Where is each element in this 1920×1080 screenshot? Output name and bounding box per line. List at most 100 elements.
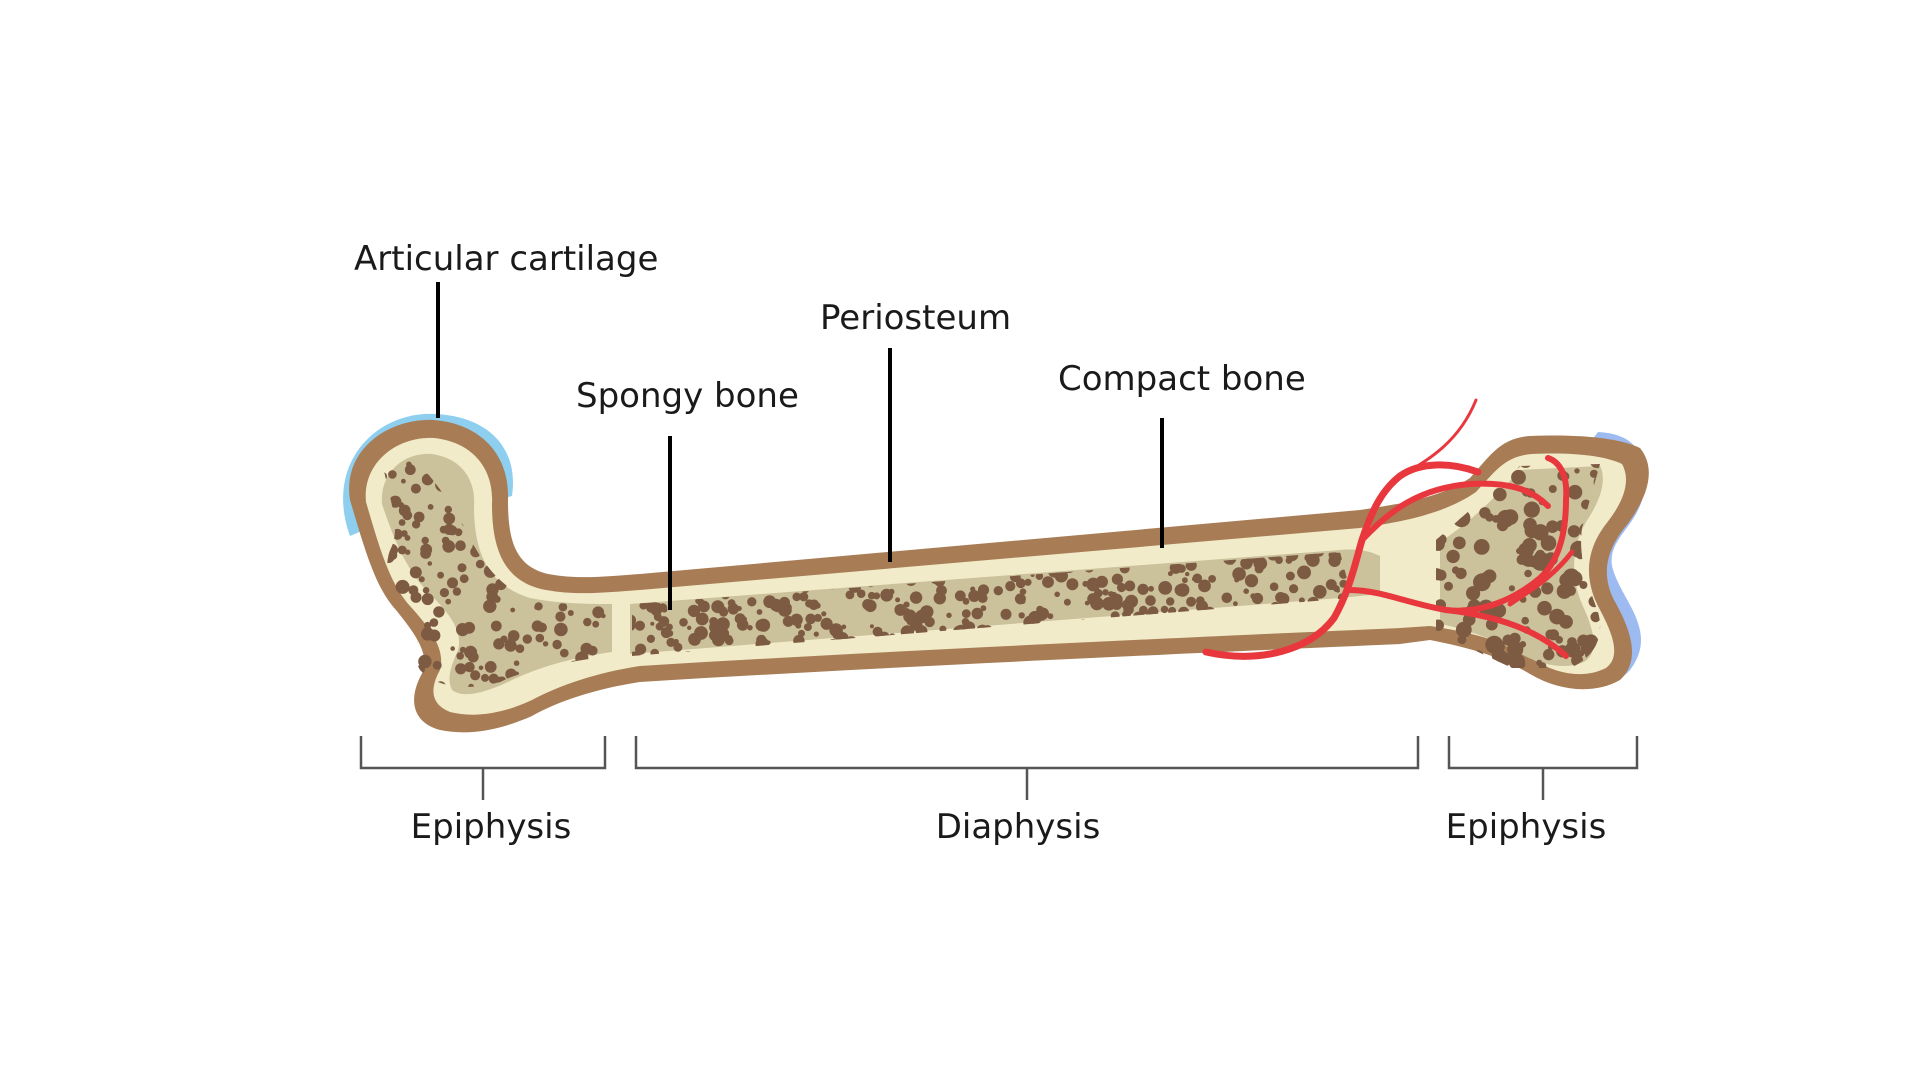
trabecula-dot — [744, 552, 756, 562]
trabecula-dot — [1362, 649, 1371, 658]
trabecula-dot — [829, 623, 843, 637]
trabecula-dot — [573, 490, 581, 498]
trabecula-dot — [831, 547, 836, 552]
trabecula-dot — [650, 621, 655, 626]
trabecula-dot — [1243, 588, 1249, 594]
trabecula-dot — [1511, 469, 1526, 485]
trabecula-dot — [533, 519, 540, 526]
trabecula-dot — [468, 683, 475, 687]
trabecula-dot — [592, 606, 605, 619]
trabecula-dot — [1376, 655, 1382, 661]
trabecula-dot — [946, 612, 952, 618]
trabecula-dot — [1579, 581, 1588, 589]
trabecula-dot — [560, 648, 569, 658]
trabecula-dot — [1540, 535, 1557, 551]
trabecula-dot — [606, 469, 612, 480]
trabecula-dot — [456, 623, 470, 637]
trabecula-dot — [1567, 525, 1581, 538]
trabecula-dot — [971, 607, 984, 620]
trabecula-dot — [1537, 600, 1552, 616]
trabecula-dot — [1446, 549, 1460, 564]
label-compact-bone: Compact bone — [1058, 359, 1306, 399]
trabecula-dot — [1269, 582, 1279, 591]
trabecula-dot — [1167, 571, 1173, 577]
trabecula-dot — [567, 610, 574, 616]
trabecula-dot — [569, 505, 583, 520]
trabecula-dot — [437, 571, 444, 579]
trabecula-dot — [1313, 585, 1327, 599]
trabecula-dot — [1229, 560, 1234, 565]
label-articular-cartilage: Articular cartilage — [354, 239, 658, 279]
trabecula-dot — [455, 540, 466, 551]
trabecula-dot — [673, 638, 679, 645]
trabecula-dot — [569, 473, 575, 479]
trabecula-dot — [821, 611, 827, 617]
trabecula-dot — [389, 495, 402, 508]
trabecula-dot — [533, 494, 539, 501]
trabecula-dot — [464, 661, 475, 673]
trabecula-dot — [1436, 619, 1444, 632]
trabecula-dot — [554, 622, 568, 637]
trabecula-dot — [408, 585, 419, 596]
trabecula-dot — [1116, 582, 1127, 593]
trabecula-dot — [596, 456, 603, 463]
trabecula-dot — [1466, 586, 1481, 601]
trabecula-dot — [968, 590, 981, 602]
trabecula-dot — [527, 489, 540, 501]
trabecula-dot — [747, 597, 757, 607]
trabecula-dot — [908, 615, 921, 628]
trabecula-dot — [601, 613, 606, 619]
trabecula-dot — [599, 489, 611, 500]
trabecula-dot — [1254, 564, 1264, 574]
trabecula-dot — [1063, 598, 1071, 606]
trabecula-dot — [635, 643, 647, 655]
trabecula-dot — [655, 562, 663, 571]
trabecula-dot — [398, 519, 406, 526]
trabecula-dot — [427, 504, 434, 510]
trabecula-dot — [456, 652, 465, 660]
trabecula-dot — [813, 631, 819, 637]
trabecula-dot — [388, 470, 397, 479]
trabecula-dot — [872, 626, 883, 637]
trabecula-dot — [1333, 585, 1340, 592]
trabecula-dot — [520, 459, 529, 468]
trabecula-dot — [580, 642, 593, 655]
trabecula-dot — [574, 537, 582, 544]
trabecula-dot — [711, 600, 725, 614]
trabecula-dot — [1524, 569, 1532, 578]
trabecula-dot — [421, 593, 434, 606]
trabecula-dot — [1574, 468, 1580, 474]
trabecula-dot — [1547, 629, 1560, 641]
trabecula-dot — [1232, 567, 1246, 581]
trabecula-dot — [1313, 552, 1325, 557]
trabecula-dot — [993, 586, 1003, 596]
trabecula-dot — [467, 651, 479, 663]
trabecula-dot — [427, 561, 433, 566]
trabecula-dot — [470, 670, 481, 681]
trabecula-dot — [400, 530, 408, 537]
trabecula-dot — [651, 556, 662, 567]
trabecula-dot — [588, 464, 600, 477]
trabecula-dot — [936, 585, 947, 596]
blood-vessels — [1202, 398, 1575, 660]
trabecula-dot — [862, 599, 874, 610]
blood-vessel-main — [1202, 461, 1482, 660]
trabecula-dot — [1493, 487, 1507, 502]
trabecula-dot — [1589, 464, 1601, 469]
trabecula-dot — [666, 630, 674, 637]
trabecula-dot — [1182, 577, 1188, 584]
trabecula-dot — [1443, 659, 1461, 668]
trabecula-dot — [1483, 569, 1497, 583]
trabecula-dot — [688, 552, 702, 561]
trabecula-dot — [543, 534, 551, 542]
trabecula-dot — [771, 598, 777, 605]
trabecula-dot — [970, 586, 976, 592]
trabecula-dot — [1548, 485, 1557, 493]
trabecula-dot — [428, 629, 441, 642]
trabecula-dot — [583, 617, 592, 627]
trabecula-dot — [1233, 601, 1238, 607]
trabecula-dot — [609, 532, 612, 540]
trabecula-dot — [792, 592, 801, 602]
trabecula-dot — [832, 633, 839, 639]
